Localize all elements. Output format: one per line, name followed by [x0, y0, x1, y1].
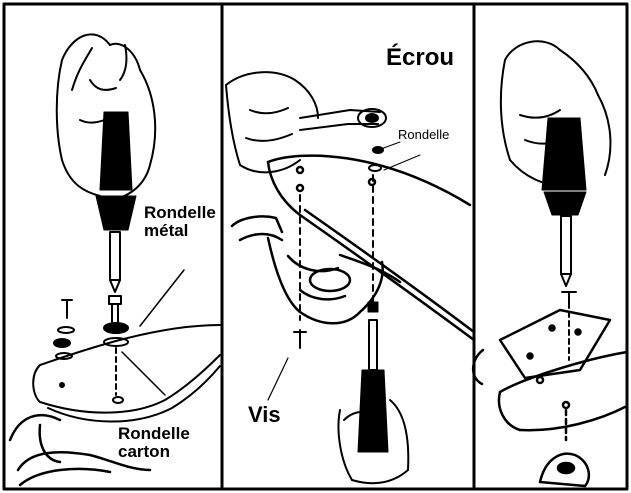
right-knob	[540, 454, 589, 486]
right-board	[499, 352, 627, 440]
right-plate	[473, 310, 610, 384]
label-washer: Rondelle	[398, 128, 449, 142]
diagram-frame	[4, 4, 627, 489]
middle-screw	[268, 332, 306, 400]
left-panel-illustration	[10, 34, 220, 485]
label-metal-washer: Rondelle métal	[144, 204, 216, 240]
label-cardboard-washer-line1: Rondelle	[118, 425, 190, 443]
label-cardboard-washer: Rondelle carton	[118, 425, 190, 461]
label-metal-washer-line2: métal	[144, 222, 216, 240]
middle-hand-drawing	[226, 72, 318, 172]
middle-wrench	[300, 109, 386, 130]
right-panel-illustration	[473, 41, 627, 486]
label-screw: Vis	[248, 403, 281, 426]
label-nut: Écrou	[386, 45, 454, 70]
right-screw	[562, 292, 576, 360]
label-metal-washer-line1: Rondelle	[144, 204, 216, 222]
left-screwdriver	[96, 112, 136, 292]
label-cardboard-washer-line2: carton	[118, 443, 190, 461]
left-loose-parts	[54, 270, 184, 403]
right-screwdriver	[542, 118, 586, 286]
middle-bottom-screwdriver	[358, 302, 388, 452]
